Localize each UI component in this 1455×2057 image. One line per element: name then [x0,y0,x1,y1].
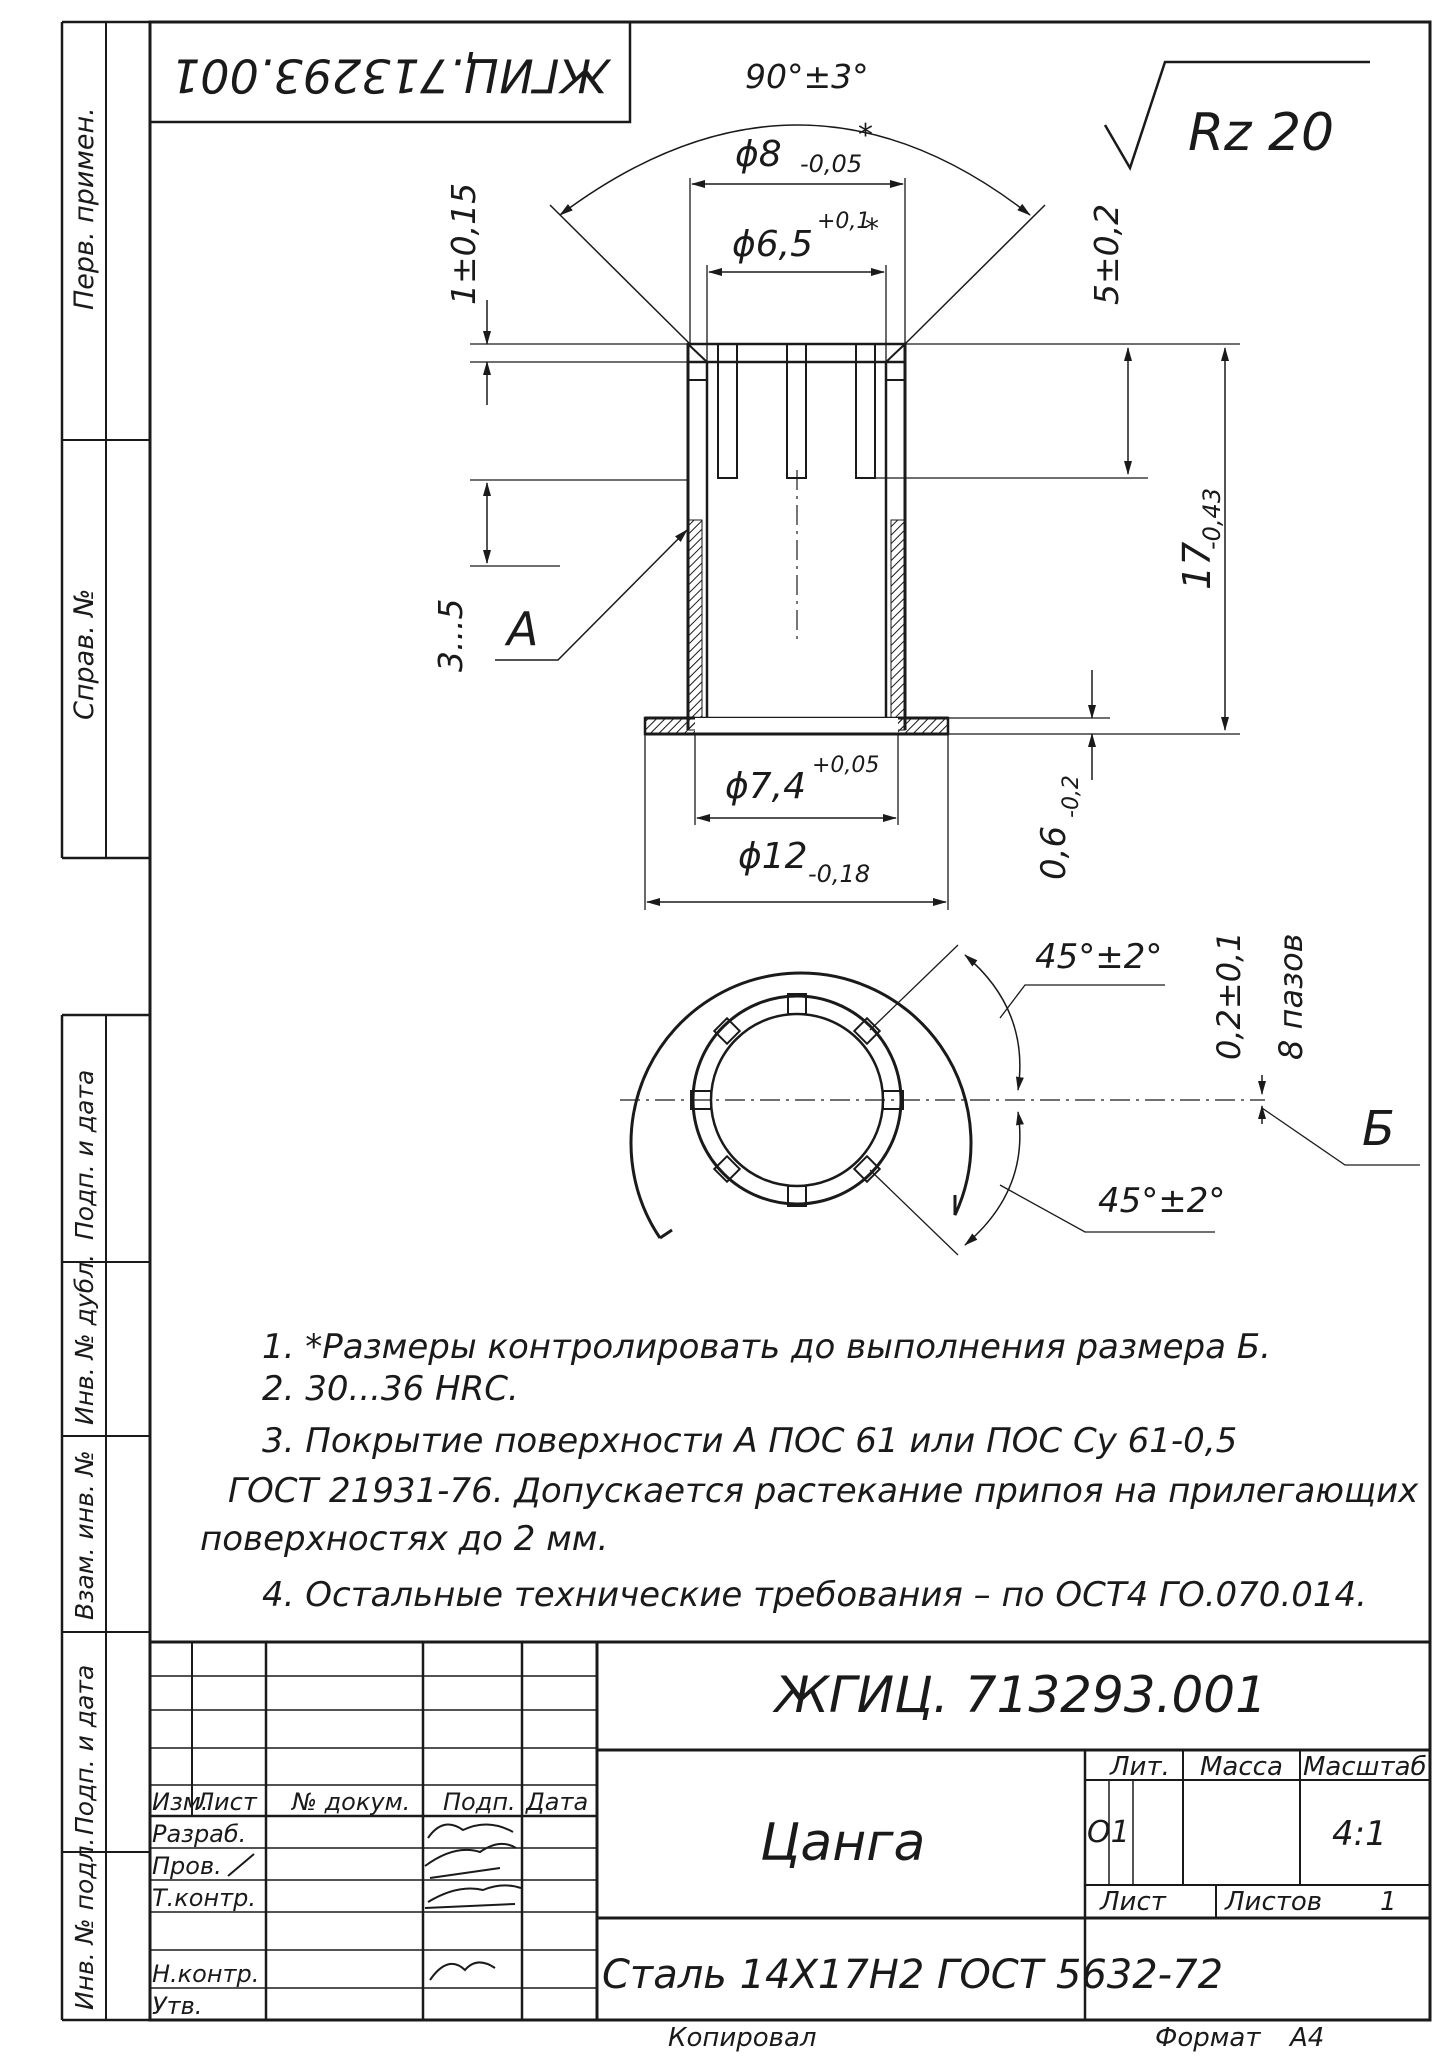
hdr-masshtab: Масштаб [1303,1752,1427,1782]
footer-format-value: А4 [1288,2023,1324,2053]
dim-h06: 0,6 [1034,826,1074,880]
roughness-symbol: Rz 20 [1103,60,1370,172]
hdr-list: Лист [195,1788,258,1816]
lit-value: О1 [1087,1815,1130,1850]
dim-slot-width: 0,2±0,1 [1210,931,1248,1060]
title-doc-code: ЖГИЦ. 713293.001 [772,1666,1267,1724]
row-razrab: Разраб. [152,1820,246,1848]
roughness-value: Rz 20 [1188,103,1334,163]
dim-d74: ϕ7,4 [725,766,806,807]
dim-d8: ϕ8 [735,134,782,175]
dim-d12: ϕ12 [738,836,808,877]
dim-h17-tol: -0,43 [1198,488,1226,550]
hdr-massa: Масса [1200,1752,1283,1782]
footer-copied: Копировал [668,2023,817,2053]
dim-angle-2: 45°±2° [1098,1181,1225,1221]
hdr-lit: Лит. [1109,1752,1170,1782]
dim-h1: 1±0,15 [444,183,483,305]
sheets-value: 1 [1380,1887,1397,1917]
label-sprav-no: Справ. № [69,589,100,720]
note-3-cont-2: поверхностях до 2 мм. [200,1519,608,1559]
dim-h35: 3...5 [431,599,470,672]
dim-d74-tol: +0,05 [812,753,879,778]
hdr-podp: Подп. [443,1788,516,1816]
note-1: 1. *Размеры контролировать до выполнения… [262,1327,1271,1367]
scale-value: 4:1 [1332,1814,1387,1854]
row-utv: Утв. [152,1992,202,2020]
technical-notes: 1. *Размеры контролировать до выполнения… [200,1327,1419,1615]
row-tkontr: Т.контр. [152,1884,256,1912]
label-dim-b: Б [1362,1101,1395,1157]
collet-front-view: 90°±3° ϕ8 -0,05 * ϕ6,5 +0,1 * 1±0,15 3..… [431,57,1240,910]
material: Сталь 14Х17Н2 ГОСТ 5632-72 [602,1952,1223,1998]
dim-d65-tol: +0,1 [817,209,870,234]
note-2: 2. 30...36 HRC. [262,1369,519,1409]
footer-format-label: Формат [1155,2023,1261,2053]
label-inv-podl: Инв. № подл. [70,1838,99,2010]
dim-angle-top: 90°±3° [745,57,869,96]
dim-h5: 5±0,2 [1087,204,1126,305]
label-surface-a: А [504,602,538,656]
collet-top-view: 45°±2° 45°±2° 0,2±0,1 8 пазов Б [620,931,1420,1256]
hdr-data: Дата [525,1788,588,1816]
dim-angle-1: 45°±2° [1035,937,1162,977]
label-vzam-inv: Взам. инв. № [70,1450,99,1620]
hdr-sheets: Листов [1224,1887,1322,1917]
signatures [227,1823,522,1981]
hdr-sheet: Лист [1099,1887,1167,1917]
row-nkontr: Н.контр. [152,1960,259,1988]
note-4: 4. Остальные технические требования – по… [262,1575,1367,1615]
top-code-box: ЖГИЦ.713293.001 [148,20,632,124]
part-name: Цанга [760,1813,925,1873]
note-3-cont-1: ГОСТ 21931-76. Допускается растекание пр… [228,1471,1419,1511]
sheet-frame [60,20,1432,2022]
note-3: 3. Покрытие поверхности А ПОС 61 или ПОС… [262,1421,1237,1461]
dim-slot-count: 8 пазов [1272,933,1310,1060]
footer: Копировал Формат А4 [668,2023,1324,2053]
title-block: ЖГИЦ. 713293.001 Изм. Лист № докум. Подп… [150,1640,1430,2020]
label-perv-primen: Перв. примен. [69,107,100,310]
label-inv-dubl: Инв. № дубл. [70,1254,99,1425]
row-prov: Пров. [152,1852,222,1880]
dim-h17: 17 [1175,542,1219,590]
label-podp-data-2: Подп. и дата [70,1665,99,1835]
dim-d8-star: * [858,118,873,153]
dim-d65: ϕ6,5 [732,224,813,265]
dim-d8-tol: -0,05 [800,150,862,178]
top-doc-code: ЖГИЦ.713293.001 [171,49,612,103]
dim-d65-star: * [865,212,879,245]
label-podp-data-1: Подп. и дата [70,1070,99,1240]
left-strip-labels: Перв. примен. Справ. № Подп. и дата Инв.… [69,107,100,2010]
dim-d12-tol: -0,18 [808,860,870,888]
dim-h06-tol: -0,2 [1059,775,1084,818]
hdr-no-dokum: № докум. [290,1788,410,1816]
hdr-izm: Изм. [152,1788,208,1816]
